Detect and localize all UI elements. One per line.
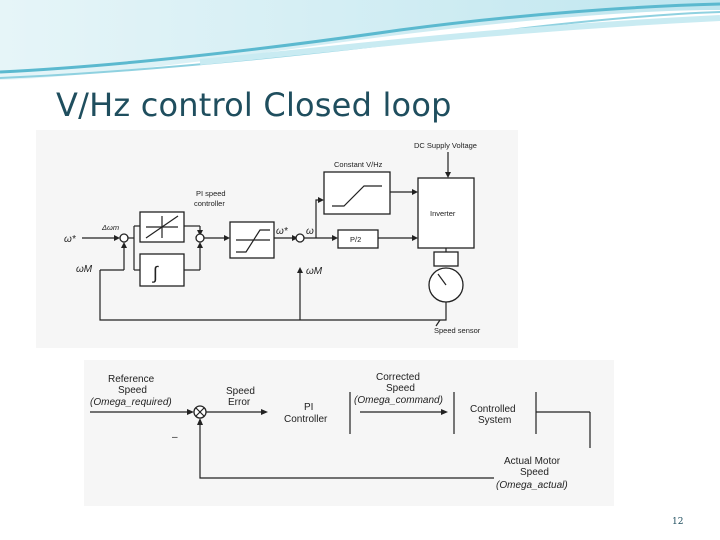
speed-sensor-label: Speed sensor xyxy=(434,326,481,335)
corrected-label-2: Speed xyxy=(386,383,415,394)
motor-terminals xyxy=(433,251,459,267)
sum-junction-2 xyxy=(195,233,205,243)
corrected-label-1: Corrected xyxy=(376,372,420,383)
pi-controller-label-1: PI xyxy=(304,402,313,413)
controlled-system-label-2: System xyxy=(478,415,511,426)
header-banner xyxy=(0,0,720,80)
actual-speed-label-2: Speed xyxy=(520,467,549,478)
speed-error-label-1: Speed xyxy=(226,386,255,397)
omega-star-mid-symbol: ω* xyxy=(276,226,289,237)
sum-junction-1 xyxy=(119,233,129,243)
actual-var: (Omega_actual) xyxy=(496,480,568,491)
p2-block xyxy=(337,229,379,249)
slide-title: V/Hz control Closed loop xyxy=(56,86,452,124)
omega-ref-symbol: ω* xyxy=(64,234,77,245)
closed-loop-block-diagram: DC Supply Voltage Constant V/Hz PI speed… xyxy=(36,130,518,348)
integral-block xyxy=(139,253,185,287)
dc-supply-label: DC Supply Voltage xyxy=(414,141,477,150)
delta-omega-symbol: Δωm xyxy=(101,223,119,232)
sum-junction-3 xyxy=(295,233,305,243)
omega-m-mid-symbol: ωM xyxy=(306,266,323,277)
pi-controller-label-2: Controller xyxy=(284,414,328,425)
pi-speed-label-1: PI speed xyxy=(196,189,226,198)
reference-label-1: Reference xyxy=(108,374,155,385)
constant-vhz-label: Constant V/Hz xyxy=(334,160,383,169)
omega-m-left-symbol: ωM xyxy=(76,264,93,275)
pi-speed-label-2: controller xyxy=(194,199,225,208)
inverter-label: Inverter xyxy=(430,209,456,218)
corrected-var: (Omega_command) xyxy=(354,395,443,406)
omega-right-symbol: ω xyxy=(306,226,314,237)
actual-speed-label-1: Actual Motor xyxy=(504,456,561,467)
page-number: 12 xyxy=(672,517,684,527)
reference-label-2: Speed xyxy=(118,385,147,396)
inverter-block xyxy=(417,177,475,249)
conceptual-loop-diagram: Reference Speed (Omega_required) – Speed… xyxy=(84,360,614,506)
svg-text:∫: ∫ xyxy=(151,263,159,283)
controlled-system-label-1: Controlled xyxy=(470,404,516,415)
minus-sign: – xyxy=(172,432,178,443)
speed-error-label-2: Error xyxy=(228,397,251,408)
reference-var: (Omega_required) xyxy=(90,397,172,408)
p2-label: P/2 xyxy=(350,235,361,244)
